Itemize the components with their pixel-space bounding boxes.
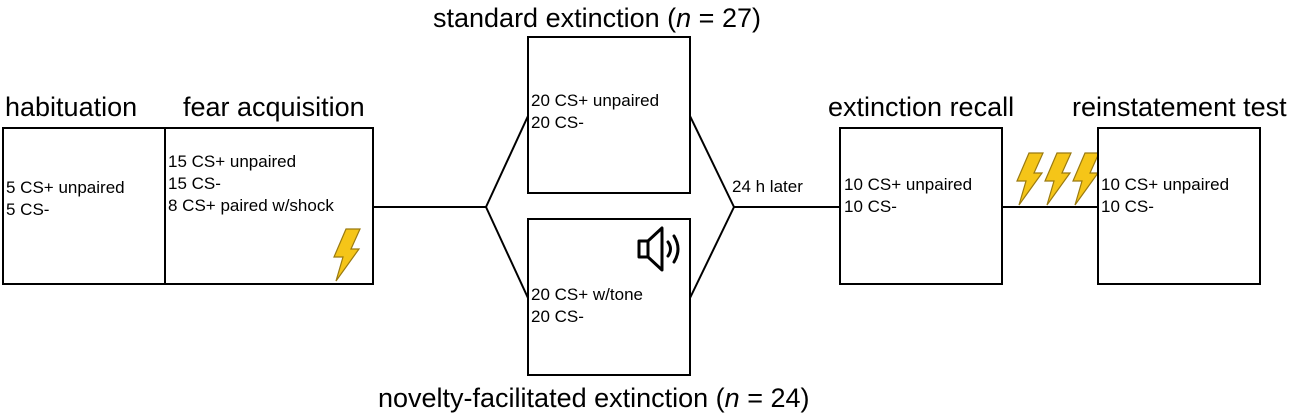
delay-label: 24 h later bbox=[732, 177, 803, 196]
novelty-extinction-trials: 20 CS+ w/tone 20 CS- bbox=[531, 284, 643, 328]
split-upper-branch bbox=[485, 115, 529, 208]
novelty-title-text: novelty-facilitated extinction ( bbox=[378, 383, 725, 413]
novelty-n-symbol: n bbox=[724, 383, 740, 413]
lightning-bolt-icon bbox=[1016, 152, 1044, 206]
reinstatement-line-2: 10 CS- bbox=[1101, 197, 1154, 216]
standard-line-2: 20 CS- bbox=[531, 113, 584, 132]
extinction-recall-box bbox=[839, 127, 1003, 285]
standard-line-1: 20 CS+ unpaired bbox=[531, 91, 660, 110]
habituation-line-2: 5 CS- bbox=[6, 200, 50, 219]
novelty-line-1: 20 CS+ w/tone bbox=[531, 285, 643, 304]
reinstatement-title: reinstatement test bbox=[1072, 92, 1287, 122]
standard-n-symbol: n bbox=[676, 3, 692, 33]
habituation-box bbox=[2, 127, 166, 285]
habituation-trials: 5 CS+ unpaired 5 CS- bbox=[6, 177, 125, 221]
speaker-icon bbox=[637, 226, 680, 272]
extinction-recall-trials: 10 CS+ unpaired 10 CS- bbox=[844, 174, 972, 218]
standard-extinction-trials: 20 CS+ unpaired 20 CS- bbox=[531, 90, 659, 134]
standard-extinction-title: standard extinction (n = 27) bbox=[433, 3, 761, 33]
split-lower-branch bbox=[485, 206, 529, 299]
habituation-line-1: 5 CS+ unpaired bbox=[6, 178, 125, 197]
reinstatement-trials: 10 CS+ unpaired 10 CS- bbox=[1101, 174, 1229, 218]
acquisition-box bbox=[164, 127, 374, 285]
lightning-bolt-icon bbox=[333, 228, 361, 282]
recall-line-1: 10 CS+ unpaired bbox=[844, 175, 973, 194]
standard-title-text: standard extinction ( bbox=[433, 3, 677, 33]
acquisition-title: fear acquisition bbox=[183, 92, 365, 122]
novelty-n-value: = 24) bbox=[739, 383, 810, 413]
acquisition-trials: 15 CS+ unpaired 15 CS- 8 CS+ paired w/sh… bbox=[168, 151, 334, 217]
extinction-recall-title: extinction recall bbox=[828, 92, 1015, 122]
standard-extinction-box bbox=[527, 36, 691, 194]
merge-upper-branch bbox=[689, 115, 735, 208]
lightning-bolt-icon bbox=[1044, 152, 1072, 206]
acquisition-line-1: 15 CS+ unpaired bbox=[168, 152, 297, 171]
recall-line-2: 10 CS- bbox=[844, 197, 897, 216]
acquisition-line-3: 8 CS+ paired w/shock bbox=[168, 196, 334, 215]
acquisition-line-2: 15 CS- bbox=[168, 174, 221, 193]
reinstatement-box bbox=[1097, 127, 1261, 285]
habituation-title: habituation bbox=[5, 92, 138, 122]
novelty-extinction-title: novelty-facilitated extinction (n = 24) bbox=[378, 383, 810, 413]
reinstatement-line-1: 10 CS+ unpaired bbox=[1101, 175, 1230, 194]
standard-n-value: = 27) bbox=[691, 3, 761, 33]
novelty-line-2: 20 CS- bbox=[531, 307, 584, 326]
novelty-extinction-box bbox=[527, 218, 691, 376]
merge-lower-branch bbox=[689, 206, 735, 299]
